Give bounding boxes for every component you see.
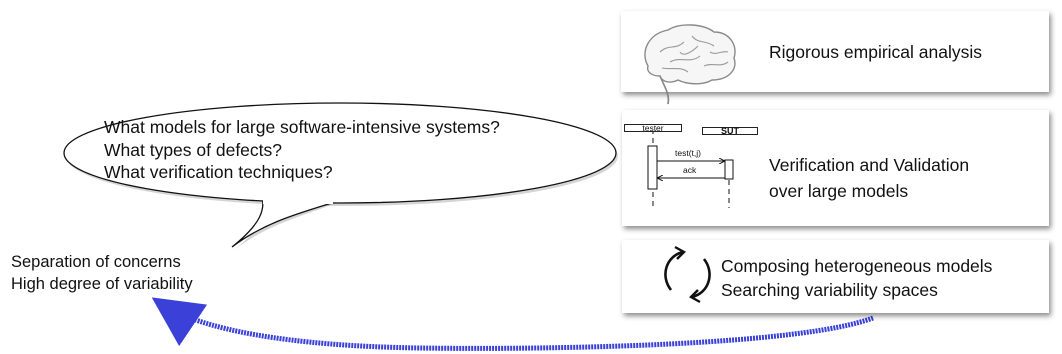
feedback-arrow [151,297,874,351]
verification-label-line2: over large models [769,181,909,201]
reply-label: ack [683,165,697,175]
message-label: test(t,j) [675,148,701,158]
activation-tester [647,145,658,190]
bubble-question-techniques: What verification techniques? [104,162,333,182]
bubble-question-defects: What types of defects? [104,140,283,160]
bubble-question-models: What models for large software-intensive… [104,117,500,137]
composing-label-line2: Searching variability spaces [721,280,938,300]
note-variability: High degree of variability [11,275,193,293]
cycle-icon [664,245,711,304]
panel-composing [622,240,1049,313]
composing-label-line1: Composing heterogeneous models [721,256,993,276]
lifeline-sut-box: SUT [702,126,758,136]
activation-sut [724,159,734,180]
panel-verification [622,110,1049,226]
verification-label-line1: Verification and Validation [769,155,970,175]
sequence-diagram [647,129,734,208]
lifeline-sut-label: SUT [721,126,739,136]
note-separation-of-concerns: Separation of concerns [11,253,181,271]
lifeline-tester-label: tester [642,123,664,133]
brain-icon [644,24,736,105]
speech-bubble [63,102,618,250]
lifeline-tester-box: tester [624,124,682,132]
empirical-analysis-label: Rigorous empirical analysis [769,42,982,62]
